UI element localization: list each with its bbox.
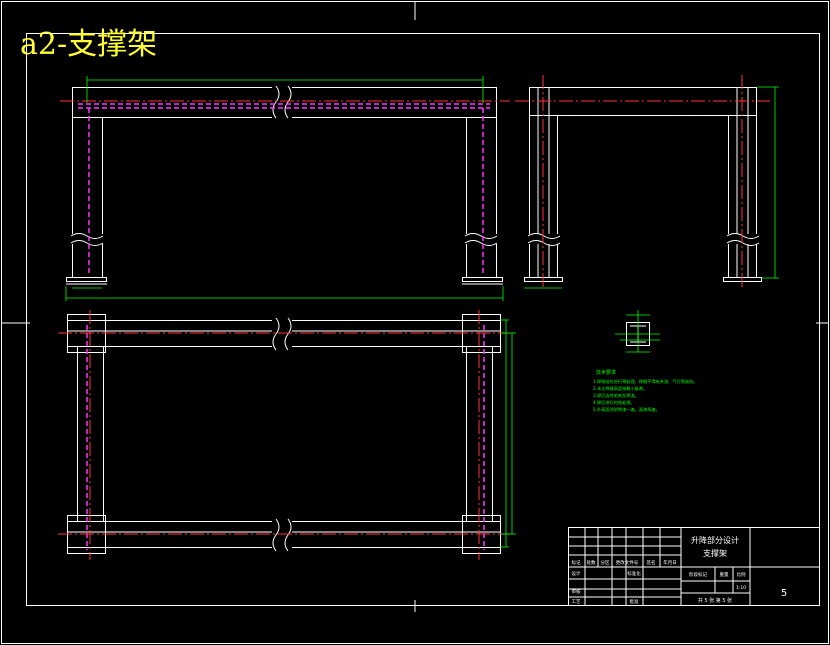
notes-line-1: 1.焊接前应进行预处理，焊缝不得有夹渣、气孔等缺陷。	[593, 378, 698, 385]
title-block-col-zone: 分区	[601, 559, 610, 566]
title-block-scale-value: 1:10	[736, 585, 746, 591]
title-block-part-name: 支撑架	[703, 548, 727, 558]
inner-border	[26, 33, 820, 606]
side-right-leg-break-line	[726, 233, 760, 239]
title-block-designer-label: 设计	[572, 570, 581, 577]
notes-line-3: 3.焊后去除毛刺及焊渣。	[593, 392, 639, 399]
front-view	[60, 76, 510, 301]
title-block-sheet-info: 共 5 张 第 5 张	[698, 597, 732, 604]
side-top-beam	[529, 87, 757, 116]
front-right-leg	[466, 117, 497, 278]
technical-notes: 技术要求 1.焊接前应进行预处理，焊缝不得有夹渣、气孔等缺陷。 2.未注焊缝高度…	[593, 369, 698, 413]
title-block-approval-label: 批准	[630, 598, 639, 605]
title-block-process-label: 工艺	[572, 599, 581, 605]
front-left-leg-break-line	[70, 233, 104, 239]
front-left-base-plate	[66, 277, 107, 282]
notes-line-5: 5.外表面涂防锈漆一遍，面漆两遍。	[593, 406, 660, 413]
notes-line-2: 2.未注焊缝高度按最小板厚。	[593, 385, 647, 392]
title-block-sheet-number: 5	[781, 588, 787, 599]
front-right-base-plate	[462, 277, 503, 282]
title-block-design-name: 升降部分设计	[691, 535, 739, 545]
title-block: 升降部分设计 支撑架 标记 处数 分区 更改文件号 签名 年月日 设计 标准化 …	[568, 527, 820, 606]
top-view-lower-break-line	[272, 518, 280, 552]
notes-heading: 技术要求	[596, 369, 616, 376]
drawing-title: a2-支撑架	[20, 27, 157, 62]
title-block-weight-label: 重量	[720, 571, 729, 578]
notes-line-4: 4.焊后进行时效处理。	[593, 399, 635, 406]
top-view-upper-break-line	[272, 317, 280, 351]
front-left-leg	[72, 117, 103, 278]
title-block-review-label: 审核	[572, 588, 581, 595]
title-block-col-date: 年月日	[663, 559, 677, 566]
title-block-col-count: 处数	[587, 559, 596, 566]
title-block-col-mark: 标记	[572, 559, 581, 566]
side-left-leg-break-line	[527, 233, 561, 239]
top-view	[58, 310, 516, 560]
front-right-leg-break-line	[464, 233, 498, 239]
title-block-col-signature: 签名	[647, 559, 656, 566]
section-detail	[615, 310, 660, 353]
side-view	[515, 75, 779, 290]
title-block-col-change-doc: 更改文件号	[616, 559, 639, 566]
front-beam-break-line	[272, 85, 280, 119]
title-block-scale-label: 比例	[737, 571, 746, 578]
title-block-standardization-label: 标准化	[627, 570, 641, 577]
title-block-stage-label: 阶段标记	[689, 571, 707, 578]
